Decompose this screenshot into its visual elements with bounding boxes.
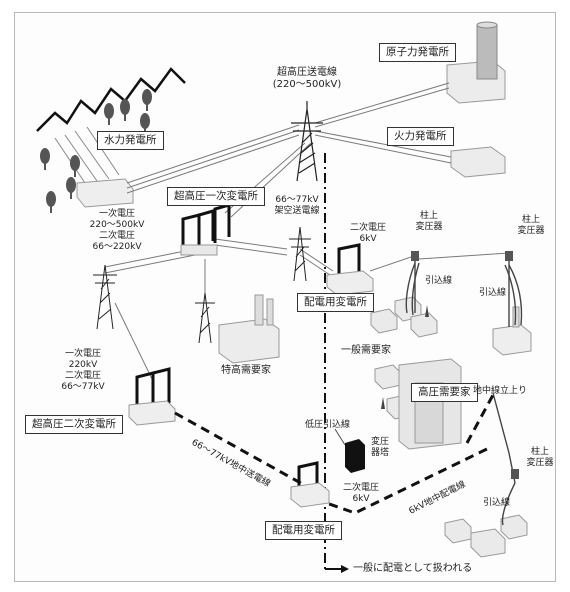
primary-voltage-label: 一次電圧 220〜500kV 二次電圧 66〜220kV (89, 209, 145, 253)
overhead-v: 66〜77kV (275, 195, 319, 205)
lv-lead-in-label: 低圧引込線 (305, 420, 351, 430)
sec-sub-v1: 一次電圧 (64, 349, 101, 359)
hydro-plant-building (76, 178, 134, 208)
trees (40, 89, 152, 213)
primary-substation-gantries (181, 203, 231, 255)
pole-transformer-label-2: 柱上 変圧器 (511, 215, 551, 237)
primary-substation-label: 超高圧一次変電所 (167, 187, 265, 206)
primary-v3: 二次電圧 (98, 231, 135, 241)
thermal-plant-building (450, 146, 506, 178)
overhead-line: 架空送電線 (274, 206, 320, 216)
power-grid-illustration (36, 21, 532, 573)
extra-hv-customer-building (218, 294, 280, 364)
lead-in-label-2: 引込線 (479, 288, 507, 298)
pole-transformer-label-1: 柱上 変圧器 (409, 211, 449, 233)
left-tower (93, 264, 117, 330)
secondary-voltage-label-upper: 二次電圧 6kV (343, 223, 393, 245)
hv-customer-label: 高圧需要家 (411, 383, 478, 402)
sec-v3a: 二次電圧 (342, 483, 379, 493)
nuclear-plant-building (446, 21, 506, 104)
tr-tower-b: 器塔 (370, 448, 389, 458)
sec-sub-v2: 220kV (68, 360, 98, 370)
sec-v1: 二次電圧 (349, 223, 386, 233)
pole-tr3b: 変圧器 (526, 458, 554, 468)
pole-tr2a: 柱上 (521, 215, 540, 225)
diagram-frame: 超高圧送電線 (220〜500kV) 原子力発電所 火力発電所 水力発電所 超高… (14, 12, 556, 582)
overhead-line-label: 66〜77kV 架空送電線 (267, 195, 327, 217)
pole-tr3a: 柱上 (530, 447, 549, 457)
dist-substation-upper-gantry (337, 243, 361, 279)
extra-hv-customer-label: 特高需要家 (221, 365, 271, 376)
lead-in-label-1: 引込線 (425, 276, 453, 286)
hv-customer-building (398, 358, 462, 450)
general-customer-label: 一般需要家 (341, 345, 391, 356)
transformer-tower (345, 439, 365, 473)
underground-cables (174, 394, 495, 515)
pole-tr1b: 変圧器 (415, 222, 443, 232)
secondary-substation-voltage-label: 一次電圧 220kV 二次電圧 66〜77kV (55, 349, 111, 393)
pole-tr1a: 柱上 (419, 211, 438, 221)
secondary-voltage-label-lower: 二次電圧 6kV (337, 483, 385, 505)
lead-in-label-3: 引込線 (483, 498, 511, 508)
ehv-line-label: 超高圧送電線 (220〜500kV) (259, 67, 355, 91)
primary-v4: 66〜220kV (92, 242, 142, 252)
hydro-plant-label: 水力発電所 (97, 131, 164, 150)
pole-tr2b: 変圧器 (517, 226, 545, 236)
sec-sub-v4: 66〜77kV (61, 382, 105, 392)
dist-substation-lower-label: 配電用変電所 (265, 521, 342, 540)
sec-sub-v3: 二次電圧 (64, 371, 101, 381)
primary-v1: 一次電圧 (98, 209, 135, 219)
right-customer-building (492, 324, 532, 356)
dist-substation-lower-gantry (297, 461, 319, 491)
ehv-line-title: 超高圧送電線 (277, 67, 337, 78)
nuclear-plant-label: 原子力発電所 (379, 43, 456, 62)
sec-v3b: 6kV (352, 494, 370, 504)
note-label: 一般に配電として扱われる (353, 563, 473, 574)
underground-riser-label: 地中線立上り (473, 386, 528, 396)
mountain-ridge (36, 67, 186, 132)
transmission-lines (104, 82, 510, 382)
sec-v2: 6kV (359, 234, 377, 244)
dist-substation-upper-label: 配電用変電所 (297, 293, 374, 312)
tr-tower-a: 変圧 (370, 437, 389, 447)
overhead-tower (289, 226, 311, 282)
middle-tower (195, 292, 215, 344)
primary-v2: 220〜500kV (89, 220, 145, 230)
secondary-substation-label: 超高圧二次変電所 (25, 415, 123, 434)
thermal-plant-label: 火力発電所 (387, 127, 454, 146)
main-tower (291, 101, 323, 182)
ehv-line-range: (220〜500kV) (272, 79, 342, 90)
distribution-lines (405, 257, 523, 526)
pole-transformer-label-3: 柱上 変圧器 (525, 447, 555, 469)
secondary-substation-gantry (135, 367, 171, 411)
transformer-tower-label: 変圧 器塔 (365, 437, 395, 459)
